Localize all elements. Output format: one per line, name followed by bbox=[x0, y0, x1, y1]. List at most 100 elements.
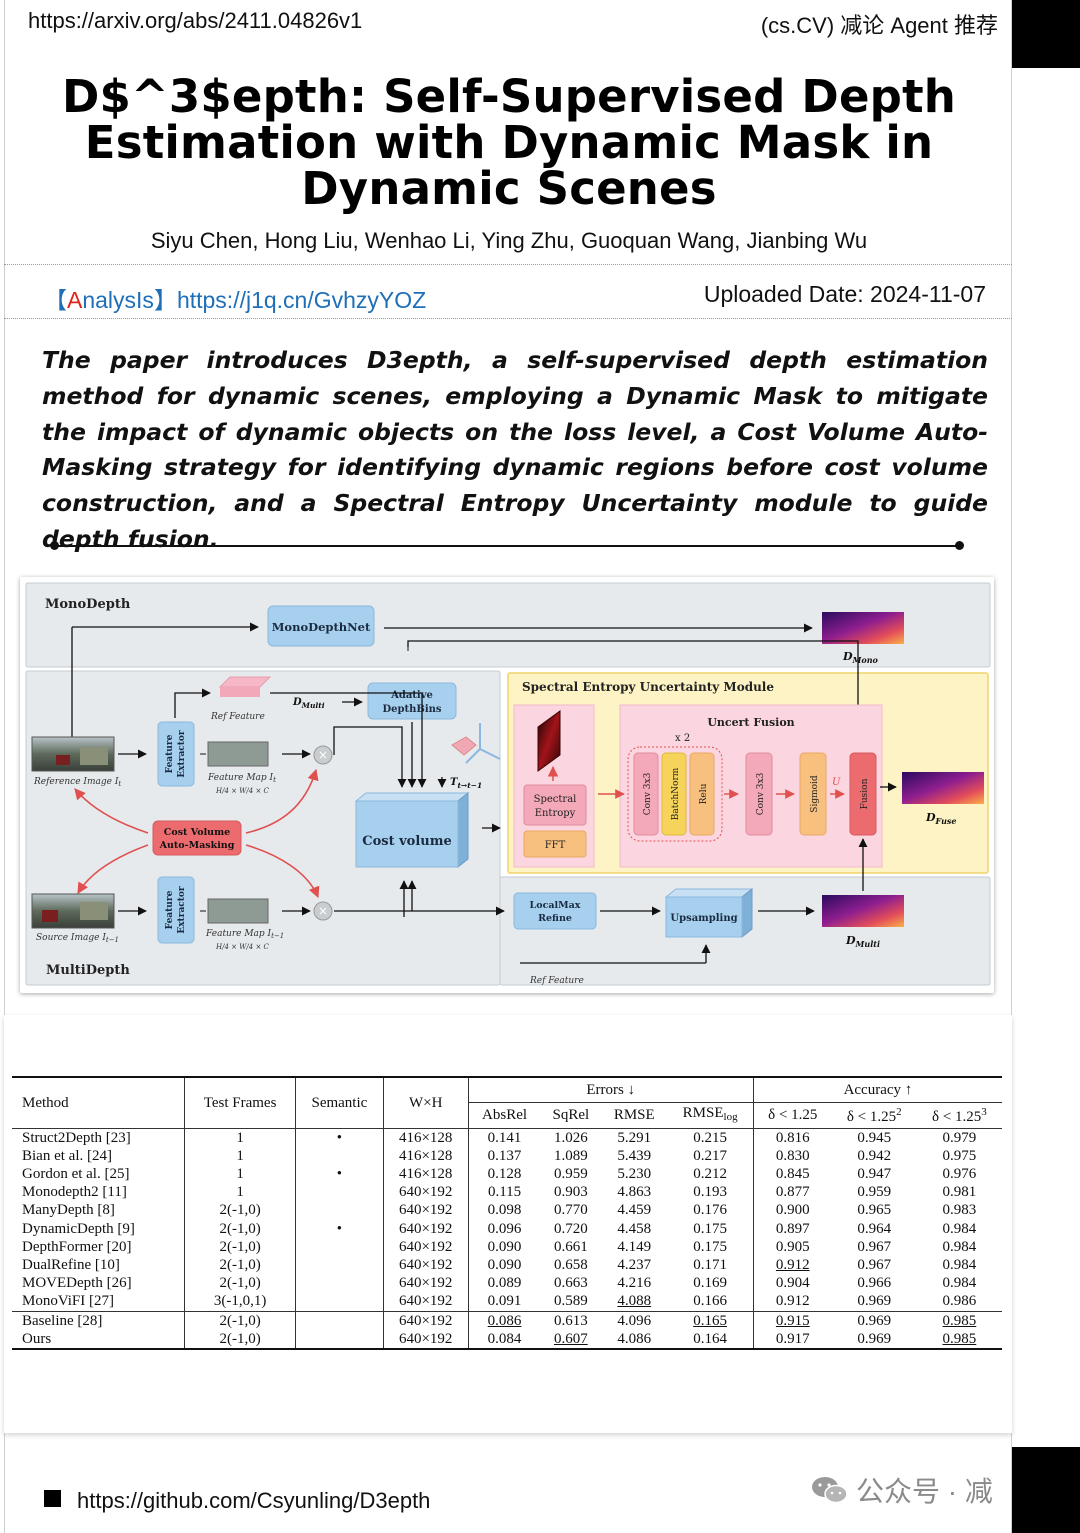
cell-rmse: 5.291 bbox=[601, 1127, 668, 1147]
analysis-label: nalysIs bbox=[82, 287, 154, 313]
col-delta3-sup: 3 bbox=[981, 1106, 987, 1119]
cell-d2: 0.969 bbox=[857, 1293, 892, 1310]
cell-wxh: 640×192 bbox=[383, 1237, 469, 1256]
svg-text:×: × bbox=[318, 904, 328, 918]
cell-d3: 0.985 bbox=[916, 1310, 1002, 1330]
cell-sqrel: 1.089 bbox=[553, 1147, 588, 1164]
cell-d3: 0.976 bbox=[942, 1165, 977, 1182]
architecture-figure: MonoDepth MultiDepth MonoDepthNet DMono … bbox=[20, 577, 994, 993]
cell-d3: 0.986 bbox=[942, 1293, 977, 1310]
arxiv-url-link[interactable]: https://arxiv.org/abs/2411.04826v1 bbox=[28, 8, 363, 33]
cell-d3: 0.984 bbox=[942, 1256, 977, 1273]
cell-rmse: 4.863 bbox=[617, 1184, 652, 1201]
cell-rmselog: 0.166 bbox=[667, 1292, 754, 1312]
spectral-entropy-label-1: Spectral bbox=[534, 794, 577, 805]
cell-method: DynamicDepth [9] bbox=[12, 1219, 186, 1238]
d-mono-label: D bbox=[842, 650, 853, 663]
cell-d3: 0.979 bbox=[916, 1127, 1002, 1147]
cell-d2: 0.947 bbox=[857, 1165, 892, 1182]
multidepth-label: MultiDepth bbox=[46, 963, 130, 978]
fusion-box bbox=[849, 752, 877, 836]
col-delta3: δ < 1.253 bbox=[917, 1102, 1002, 1128]
svg-text:Feature Map It: Feature Map It bbox=[207, 773, 276, 784]
cell-rmse: 4.149 bbox=[617, 1238, 652, 1255]
cell-sqrel: 0.903 bbox=[553, 1184, 588, 1201]
pose-sub: t→t−1 bbox=[457, 781, 482, 790]
cell-d1: 0.897 bbox=[775, 1220, 810, 1237]
architecture-diagram: MonoDepth MultiDepth MonoDepthNet DMono … bbox=[25, 582, 991, 986]
cell-semantic bbox=[295, 1292, 384, 1312]
fft-label: FFT bbox=[545, 840, 566, 851]
cell-wxh: 640×192 bbox=[383, 1329, 469, 1350]
cell-frames: 1 bbox=[184, 1127, 296, 1147]
col-group-errors: Errors ↓ bbox=[468, 1078, 754, 1103]
cell-semantic: • bbox=[295, 1219, 384, 1238]
cell-d1: 0.912 bbox=[775, 1256, 810, 1273]
cell-wxh: 640×192 bbox=[383, 1201, 469, 1220]
cell-wxh: 416×128 bbox=[383, 1146, 469, 1165]
cell-semantic bbox=[295, 1255, 384, 1275]
col-sqrel: SqRel bbox=[552, 1106, 590, 1123]
feature-map-t-label: Feature Map I bbox=[207, 773, 274, 783]
spectral-entropy-label-2: Entropy bbox=[535, 808, 576, 819]
feature-extractor-label-2: Extractor bbox=[177, 886, 187, 934]
cell-d2: 0.967 bbox=[857, 1256, 892, 1273]
divider bbox=[4, 318, 1012, 319]
col-delta3-text: δ < 1.25 bbox=[932, 1109, 982, 1126]
cell-semantic bbox=[295, 1329, 384, 1350]
cell-semantic: • bbox=[295, 1127, 384, 1147]
cell-rmselog: 0.212 bbox=[667, 1164, 754, 1184]
cell-frames: 2(-1,0) bbox=[184, 1310, 296, 1330]
cell-sqrel: 0.770 bbox=[553, 1202, 588, 1219]
analysis-link[interactable]: https://j1q.cn/GvhzyYOZ bbox=[176, 287, 427, 313]
cell-frames: 2(-1,0) bbox=[184, 1255, 296, 1275]
cell-d3: 0.984 bbox=[942, 1275, 977, 1292]
cell-wxh: 640×192 bbox=[383, 1183, 469, 1202]
reference-image-label: Reference Image I bbox=[33, 777, 119, 787]
cell-semantic bbox=[295, 1183, 384, 1202]
feature-dims-top: H/4 × W/4 × C bbox=[215, 787, 270, 795]
svg-text:Source Image It−1: Source Image It−1 bbox=[36, 933, 119, 944]
cell-d3: 0.984 bbox=[942, 1238, 977, 1255]
adaptive-depthbins-box bbox=[367, 682, 457, 720]
d-multi-top-sub: Multi bbox=[301, 701, 325, 710]
wechat-text: 公众号 · 减 bbox=[856, 1476, 993, 1507]
adaptive-bins-label-1: Adative bbox=[390, 690, 433, 701]
svg-text:DMulti: DMulti bbox=[292, 697, 325, 710]
svg-text:DFuse: DFuse bbox=[925, 811, 957, 826]
cell-rmselog: 0.175 bbox=[667, 1219, 754, 1238]
cell-rmselog: 0.176 bbox=[667, 1201, 754, 1220]
corner-block bbox=[1012, 1447, 1080, 1533]
conv3x3-b-label: Conv 3x3 bbox=[756, 772, 766, 815]
d-multi-label: D bbox=[845, 934, 856, 947]
cell-absrel: 0.089 bbox=[487, 1275, 522, 1292]
category-tag: (cs.CV) 减论 Agent 推荐 bbox=[760, 13, 998, 38]
cell-absrel: 0.128 bbox=[487, 1165, 522, 1182]
spectral-entropy-box bbox=[523, 784, 587, 826]
cell-rmse: 4.458 bbox=[617, 1220, 652, 1237]
corner-block bbox=[1012, 0, 1080, 68]
github-link[interactable]: https://github.com/Csyunling/D3epth bbox=[77, 1488, 431, 1513]
col-delta2-text: δ < 1.25 bbox=[846, 1109, 897, 1126]
cell-frames: 3(-1,0,1) bbox=[184, 1292, 296, 1312]
pose-cube bbox=[451, 736, 477, 756]
cell-absrel: 0.137 bbox=[487, 1147, 522, 1164]
cell-semantic bbox=[295, 1201, 384, 1220]
cell-frames: 2(-1,0) bbox=[184, 1329, 296, 1350]
uncert-fusion-label: Uncert Fusion bbox=[707, 716, 794, 729]
cell-sqrel: 0.663 bbox=[553, 1275, 588, 1292]
cell-wxh: 416×128 bbox=[383, 1127, 469, 1147]
batchnorm-box bbox=[661, 752, 687, 836]
wechat-icon bbox=[812, 1477, 848, 1504]
repeat-group bbox=[627, 746, 723, 842]
cell-d1: 0.816 bbox=[753, 1127, 832, 1147]
cell-d2: 0.967 bbox=[857, 1238, 892, 1255]
svg-text:×: × bbox=[318, 748, 328, 762]
rule-endpoint bbox=[50, 541, 59, 550]
cell-rmse: 5.230 bbox=[617, 1165, 652, 1182]
feature-extractor-label-1: Feature bbox=[165, 890, 175, 929]
cell-rmselog: 0.165 bbox=[667, 1310, 754, 1330]
